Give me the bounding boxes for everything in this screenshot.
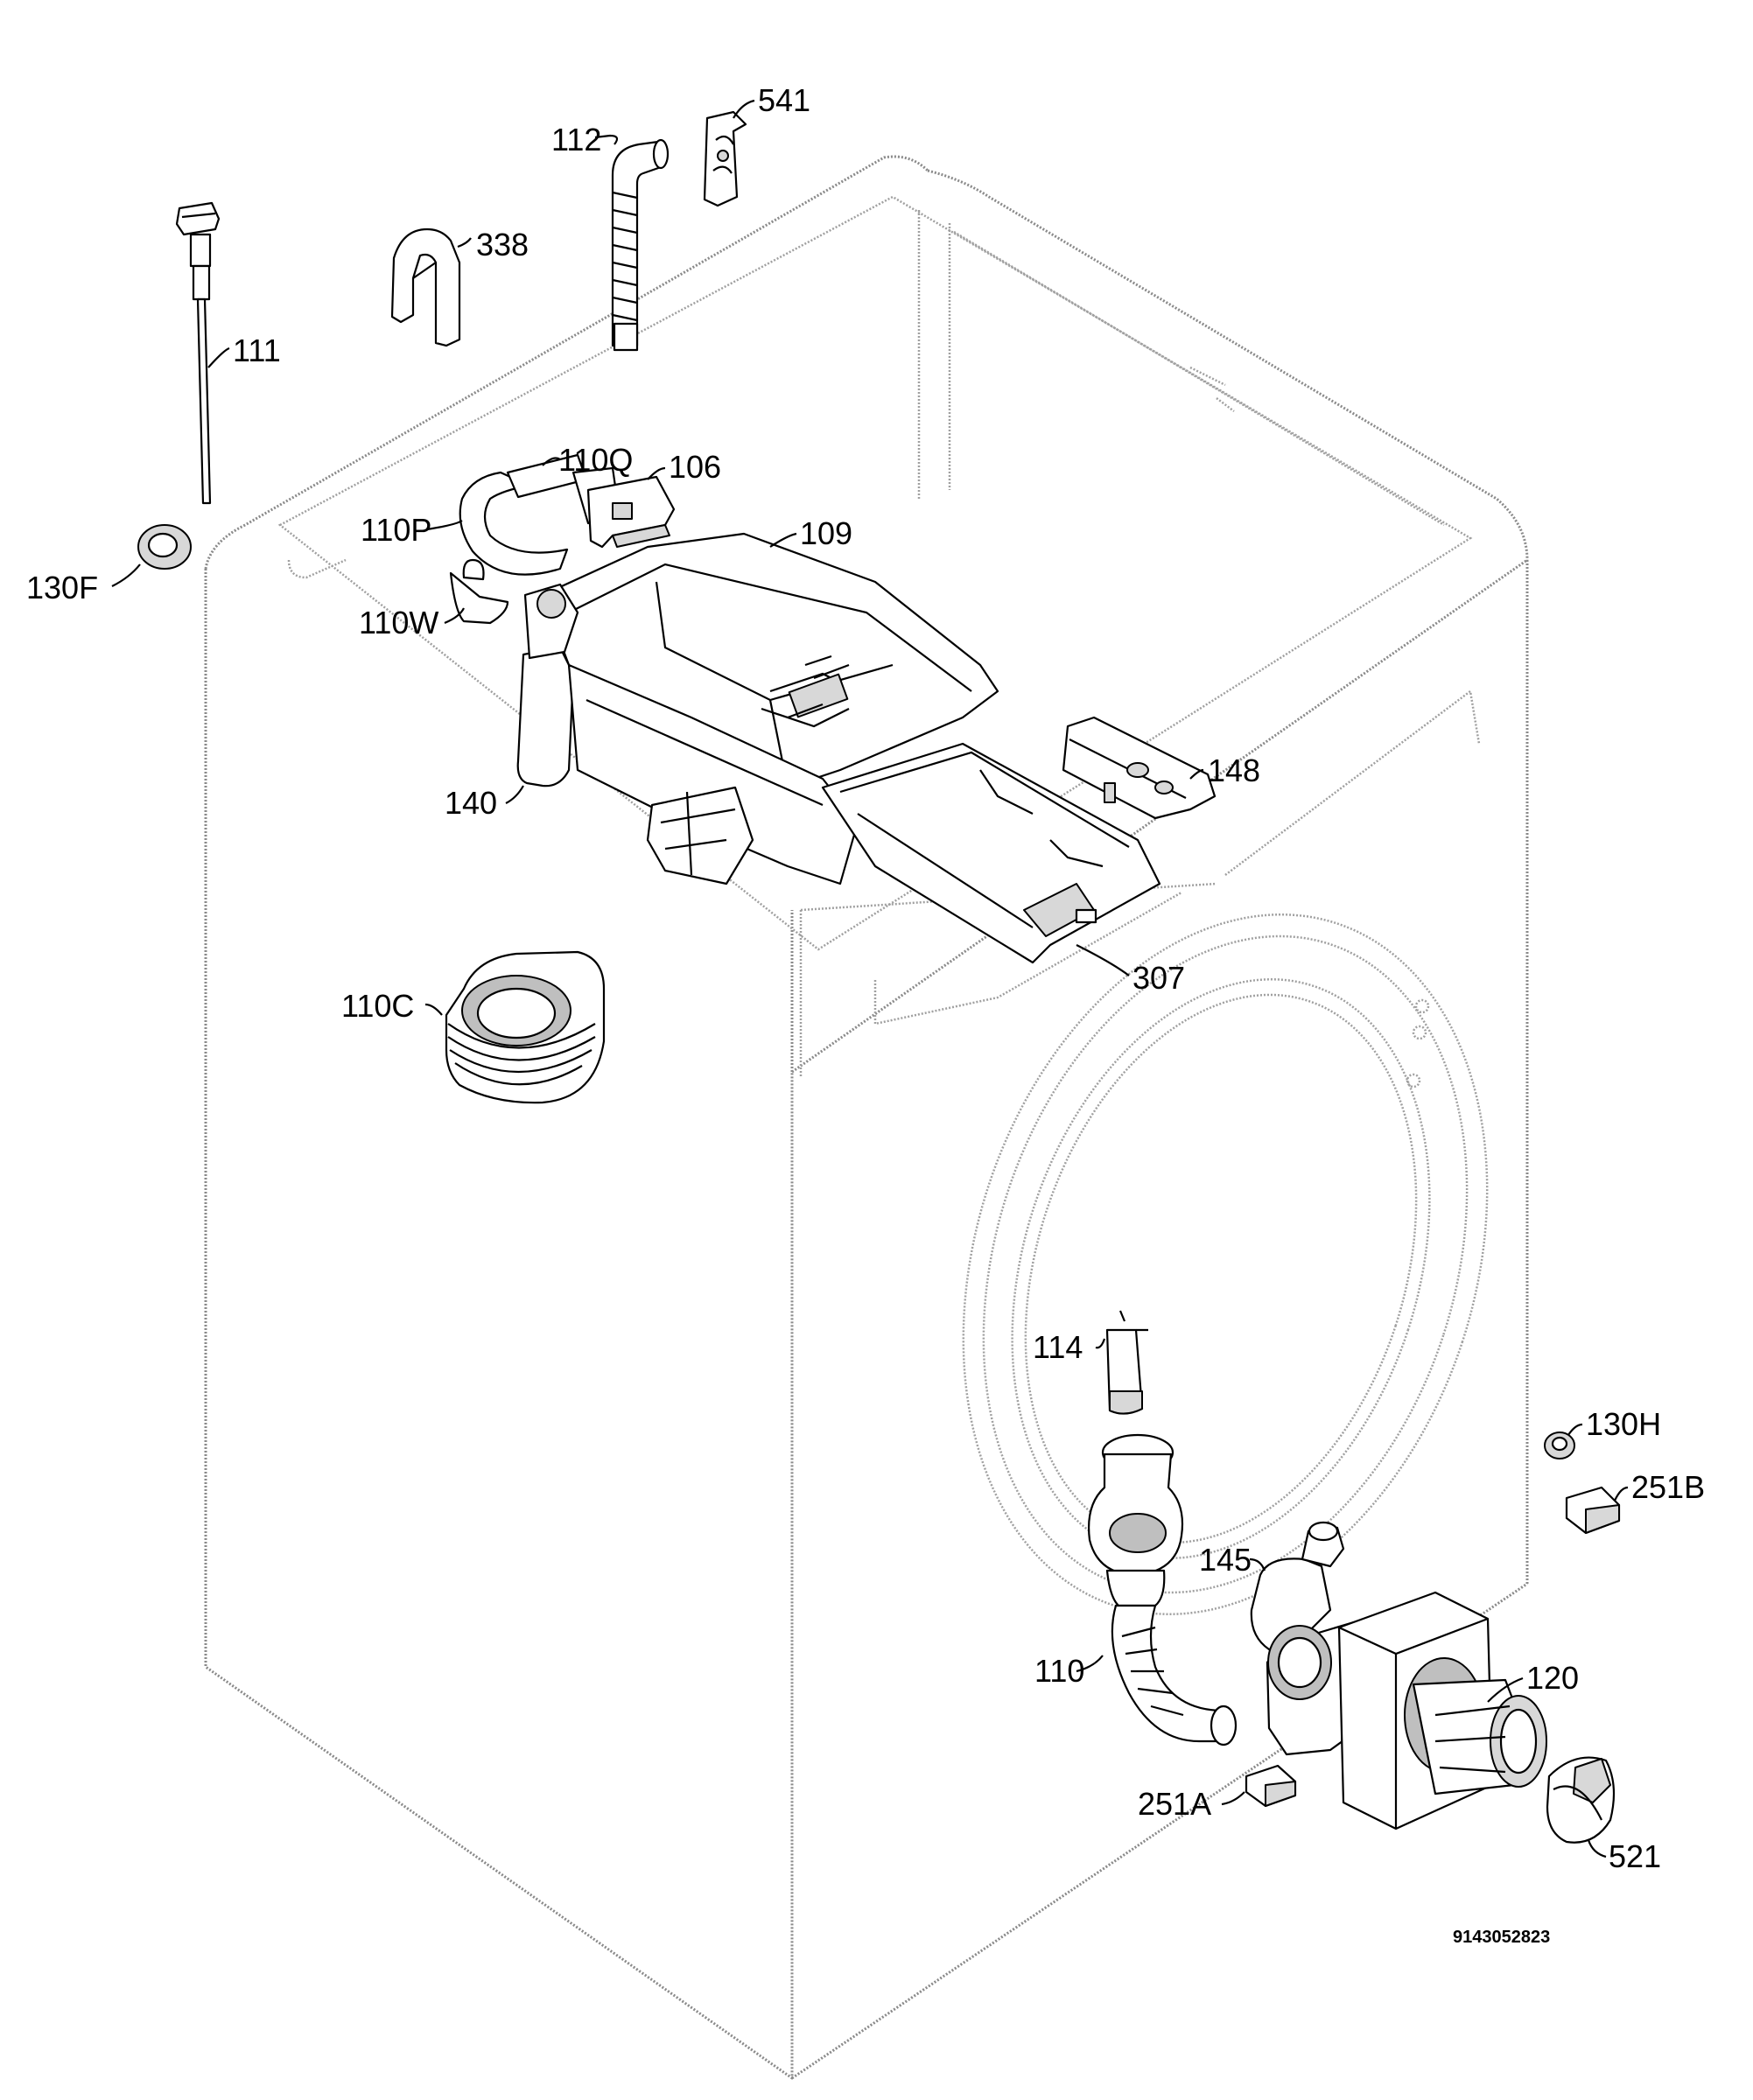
- label-110: 110: [1034, 1653, 1084, 1689]
- label-541: 541: [758, 82, 810, 118]
- cabinet-outline: [204, 155, 1529, 2080]
- part-120-filter-housing: 120: [1337, 1591, 1579, 1830]
- part-148-cover: 148: [1062, 716, 1260, 820]
- part-541-bracket: 541: [703, 82, 810, 207]
- label-251A: 251A: [1138, 1786, 1211, 1822]
- part-110-sump-hose: 110: [1034, 1433, 1238, 1746]
- part-106-valve: 106: [586, 449, 721, 549]
- part-307-detergent-drawer: 307: [821, 742, 1185, 996]
- part-110C-door-seal: 110C: [341, 950, 606, 1104]
- label-114: 114: [1033, 1329, 1083, 1365]
- part-140-dispenser-sump: 140: [445, 583, 859, 886]
- part-111-inlet-hose: 111: [175, 201, 281, 505]
- label-148: 148: [1208, 752, 1260, 788]
- label-130F: 130F: [26, 570, 98, 606]
- label-110C: 110C: [341, 988, 414, 1024]
- label-145: 145: [1199, 1542, 1252, 1578]
- part-251B-clip: 251B: [1565, 1469, 1705, 1535]
- part-130F-foot: 130F: [26, 524, 192, 606]
- label-112: 112: [551, 122, 601, 158]
- label-120: 120: [1526, 1660, 1579, 1696]
- part-112-hose: 112: [551, 122, 670, 352]
- label-110P: 110P: [361, 512, 431, 548]
- part-521-filter-cap: 521: [1546, 1756, 1661, 1874]
- label-338: 338: [476, 227, 529, 262]
- label-251B: 251B: [1631, 1469, 1705, 1505]
- document-number: 9143052823: [1453, 1928, 1550, 1947]
- label-111: 111: [233, 332, 281, 368]
- label-106: 106: [669, 449, 721, 485]
- part-114-sensor: 114: [1033, 1310, 1148, 1415]
- part-130H-foot: 130H: [1544, 1406, 1661, 1460]
- label-307: 307: [1132, 960, 1185, 996]
- label-110Q: 110Q: [558, 442, 633, 478]
- label-521: 521: [1609, 1838, 1661, 1874]
- part-338-clip: 338: [390, 227, 529, 347]
- label-110W: 110W: [359, 605, 438, 640]
- part-251A-clip: 251A: [1138, 1764, 1297, 1822]
- label-130H: 130H: [1586, 1406, 1661, 1442]
- label-109: 109: [800, 515, 852, 551]
- label-140: 140: [445, 785, 497, 821]
